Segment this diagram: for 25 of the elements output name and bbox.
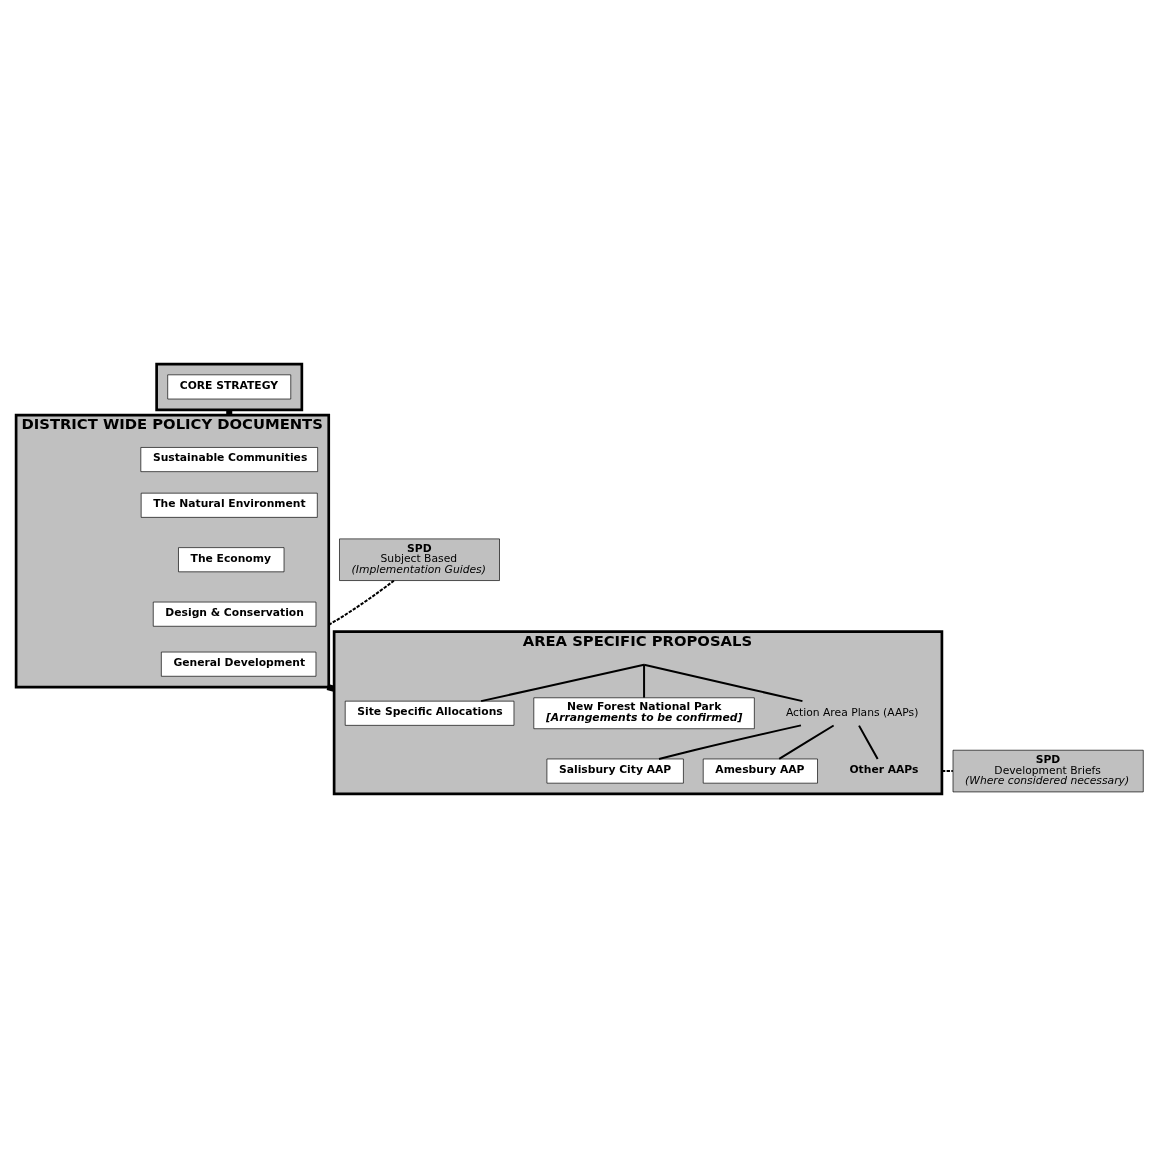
node-box: Salisbury City AAP bbox=[546, 758, 684, 784]
connector bbox=[328, 579, 395, 626]
connector bbox=[858, 725, 879, 760]
connector bbox=[941, 770, 953, 773]
node-text: Other AAPs bbox=[849, 762, 919, 776]
node-box: CORE STRATEGY bbox=[167, 374, 292, 400]
connector bbox=[658, 724, 802, 760]
node-box: SPD Subject Based (Implementation Guides) bbox=[339, 538, 500, 581]
node-box: The Economy bbox=[178, 547, 285, 573]
connector bbox=[643, 664, 646, 698]
connector bbox=[226, 409, 233, 416]
connector bbox=[480, 663, 645, 703]
connector bbox=[643, 663, 803, 703]
node-box: Site Specific Allocations bbox=[344, 700, 515, 726]
cluster bbox=[155, 362, 304, 412]
connector bbox=[326, 684, 335, 692]
node-box: General Development bbox=[161, 651, 317, 677]
node-box: Design & Conservation bbox=[152, 601, 317, 627]
node-box: Amesbury AAP bbox=[702, 758, 818, 784]
node-box: New Forest National Park [Arrangements to be confirmed] bbox=[533, 697, 755, 730]
node-text: Action Area Plans (AAPs) bbox=[785, 705, 919, 719]
connector bbox=[778, 724, 835, 760]
node-box: Sustainable Communities bbox=[140, 447, 318, 472]
node-box: SPD Development Briefs (Where considered necessary) bbox=[952, 749, 1144, 793]
node-box: The Natural Environment bbox=[140, 492, 318, 518]
